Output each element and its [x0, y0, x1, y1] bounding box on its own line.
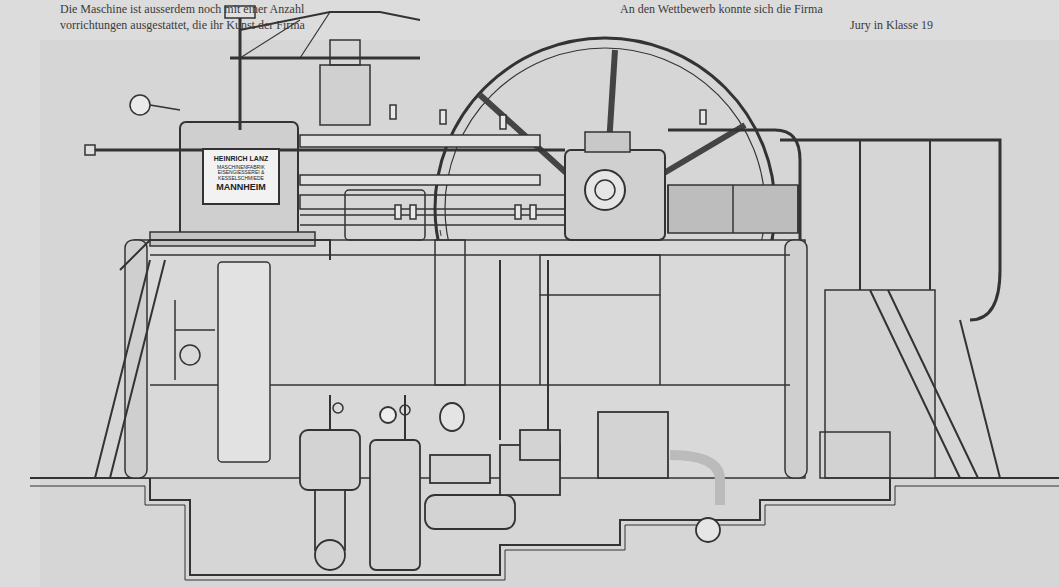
page-text-fragment: vorrichtungen ausgestattet, die ihr Kuns… [60, 18, 305, 33]
plate-text: MANNHEIM [207, 183, 275, 193]
name-plate: HEINRICH LANZ MASCHINENFABRIK EISENGIESSE… [202, 148, 280, 205]
plate-text: MASCHINENFABRIK EISENGIESSEREI & KESSELS… [207, 165, 275, 182]
page-text-fragment: Jury in Klasse 19 [850, 18, 933, 33]
plate-text: HEINRICH LANZ [207, 155, 275, 163]
page-text-fragment: Die Maschine ist ausserdem noch mit eine… [60, 2, 304, 17]
page-text-fragment: An den Wettbewerb konnte sich die Firma [620, 2, 823, 17]
